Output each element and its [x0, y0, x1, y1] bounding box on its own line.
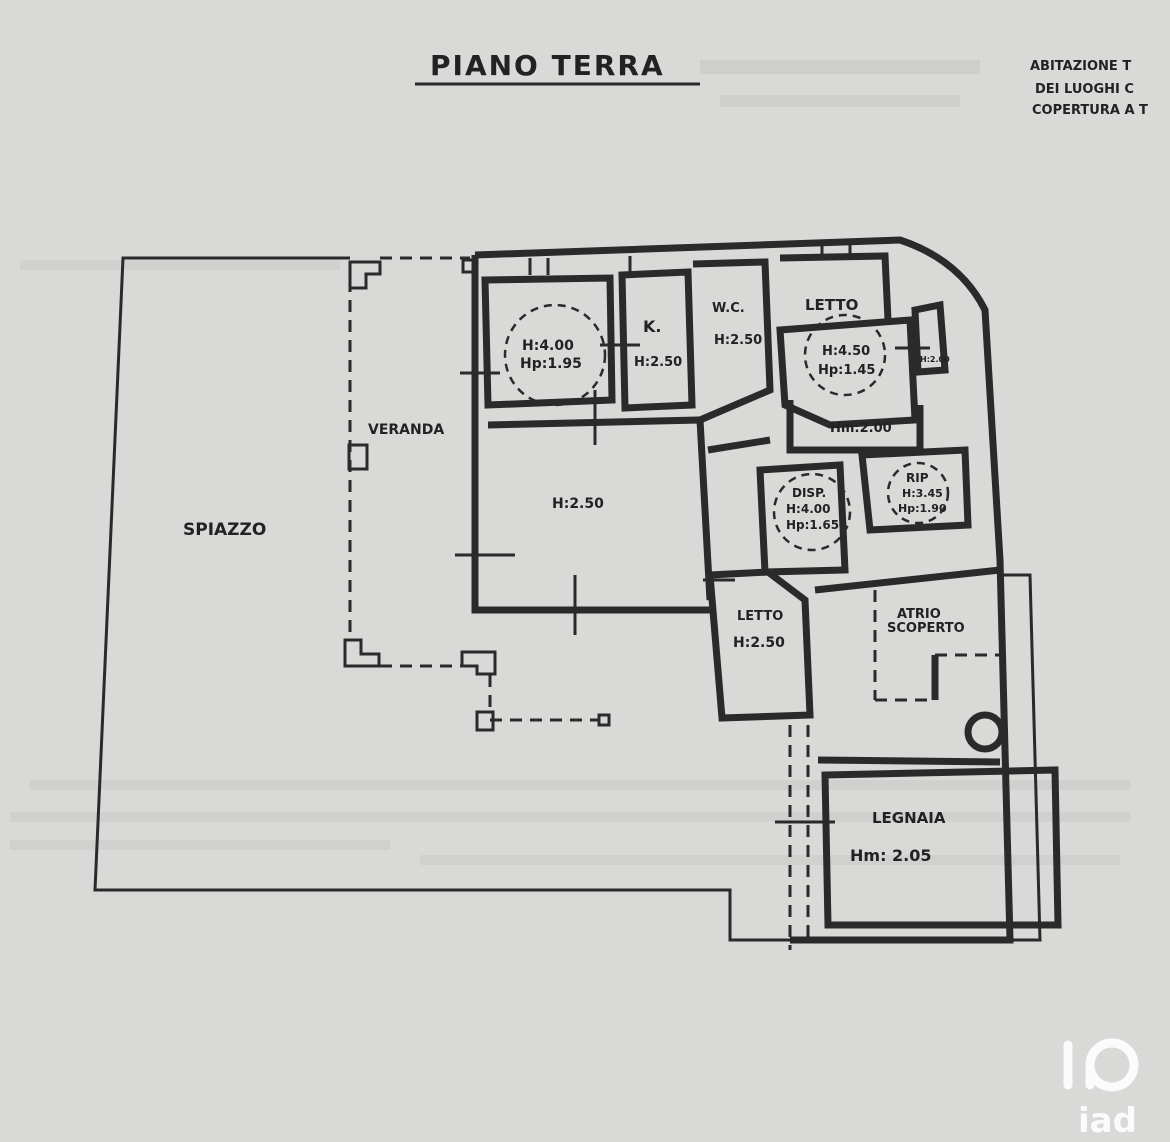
ceiling-circle-disp [772, 472, 852, 552]
logo-text: iad [1078, 1101, 1137, 1141]
label-letto-top: LETTO [805, 296, 858, 314]
letto-top-height: H:4.50 [822, 344, 870, 359]
header-note-line-3: COPERTURA A T [1032, 103, 1148, 118]
door-ticks [455, 240, 930, 824]
ceiling-circle-letto [803, 313, 887, 397]
label-spiazzo: SPIAZZO [183, 520, 266, 540]
letto-top-hp: Hp:1.45 [818, 363, 875, 378]
label-scoperto: SCOPERTO [887, 621, 965, 636]
wc-height: H:2.50 [714, 333, 762, 348]
legnaia-height: Hm: 2.05 [850, 846, 932, 865]
kitchen-height: H:2.50 [634, 355, 682, 370]
label-disp: DISP. [792, 486, 826, 500]
label-legnaia: LEGNAIA [872, 809, 946, 827]
letto-bottom-height: H:2.50 [733, 635, 785, 651]
rip-hp: Hp:1.90 [898, 502, 947, 515]
room1-hp: Hp:1.95 [520, 356, 582, 372]
living-height: H:2.50 [552, 496, 604, 512]
house-walls [471, 236, 1062, 944]
ceiling-circle-room1 [503, 303, 607, 407]
label-letto-bottom: LETTO [737, 609, 783, 624]
label-kitchen: K. [643, 317, 661, 336]
corridor-height: Hm:2.00 [830, 421, 892, 436]
disp-height: H:4.00 [786, 502, 830, 516]
bleed-through-text [10, 60, 1130, 865]
rip-height: H:3.45 [902, 487, 943, 500]
label-atrio: ATRIO [897, 607, 941, 622]
room1-height: H:4.00 [522, 338, 574, 354]
iad-logo: iad [1063, 1038, 1139, 1141]
small-room-height: H:2.00 [920, 355, 950, 364]
ceiling-circle-rip [886, 461, 950, 525]
disp-hp: Hp:1.65 [786, 518, 839, 532]
label-veranda: VERANDA [368, 422, 444, 438]
plan-title: PIANO TERRA [430, 49, 665, 82]
atrio-dashes [788, 590, 1000, 950]
header-note-line-1: ABITAZIONE T [1030, 59, 1131, 74]
spiazzo-outline [93, 256, 790, 942]
header-note-line-2: DEI LUOGHI C [1035, 82, 1134, 97]
well-circle [964, 711, 1006, 753]
label-rip: RIP [906, 471, 929, 485]
label-wc: W.C. [712, 301, 745, 316]
